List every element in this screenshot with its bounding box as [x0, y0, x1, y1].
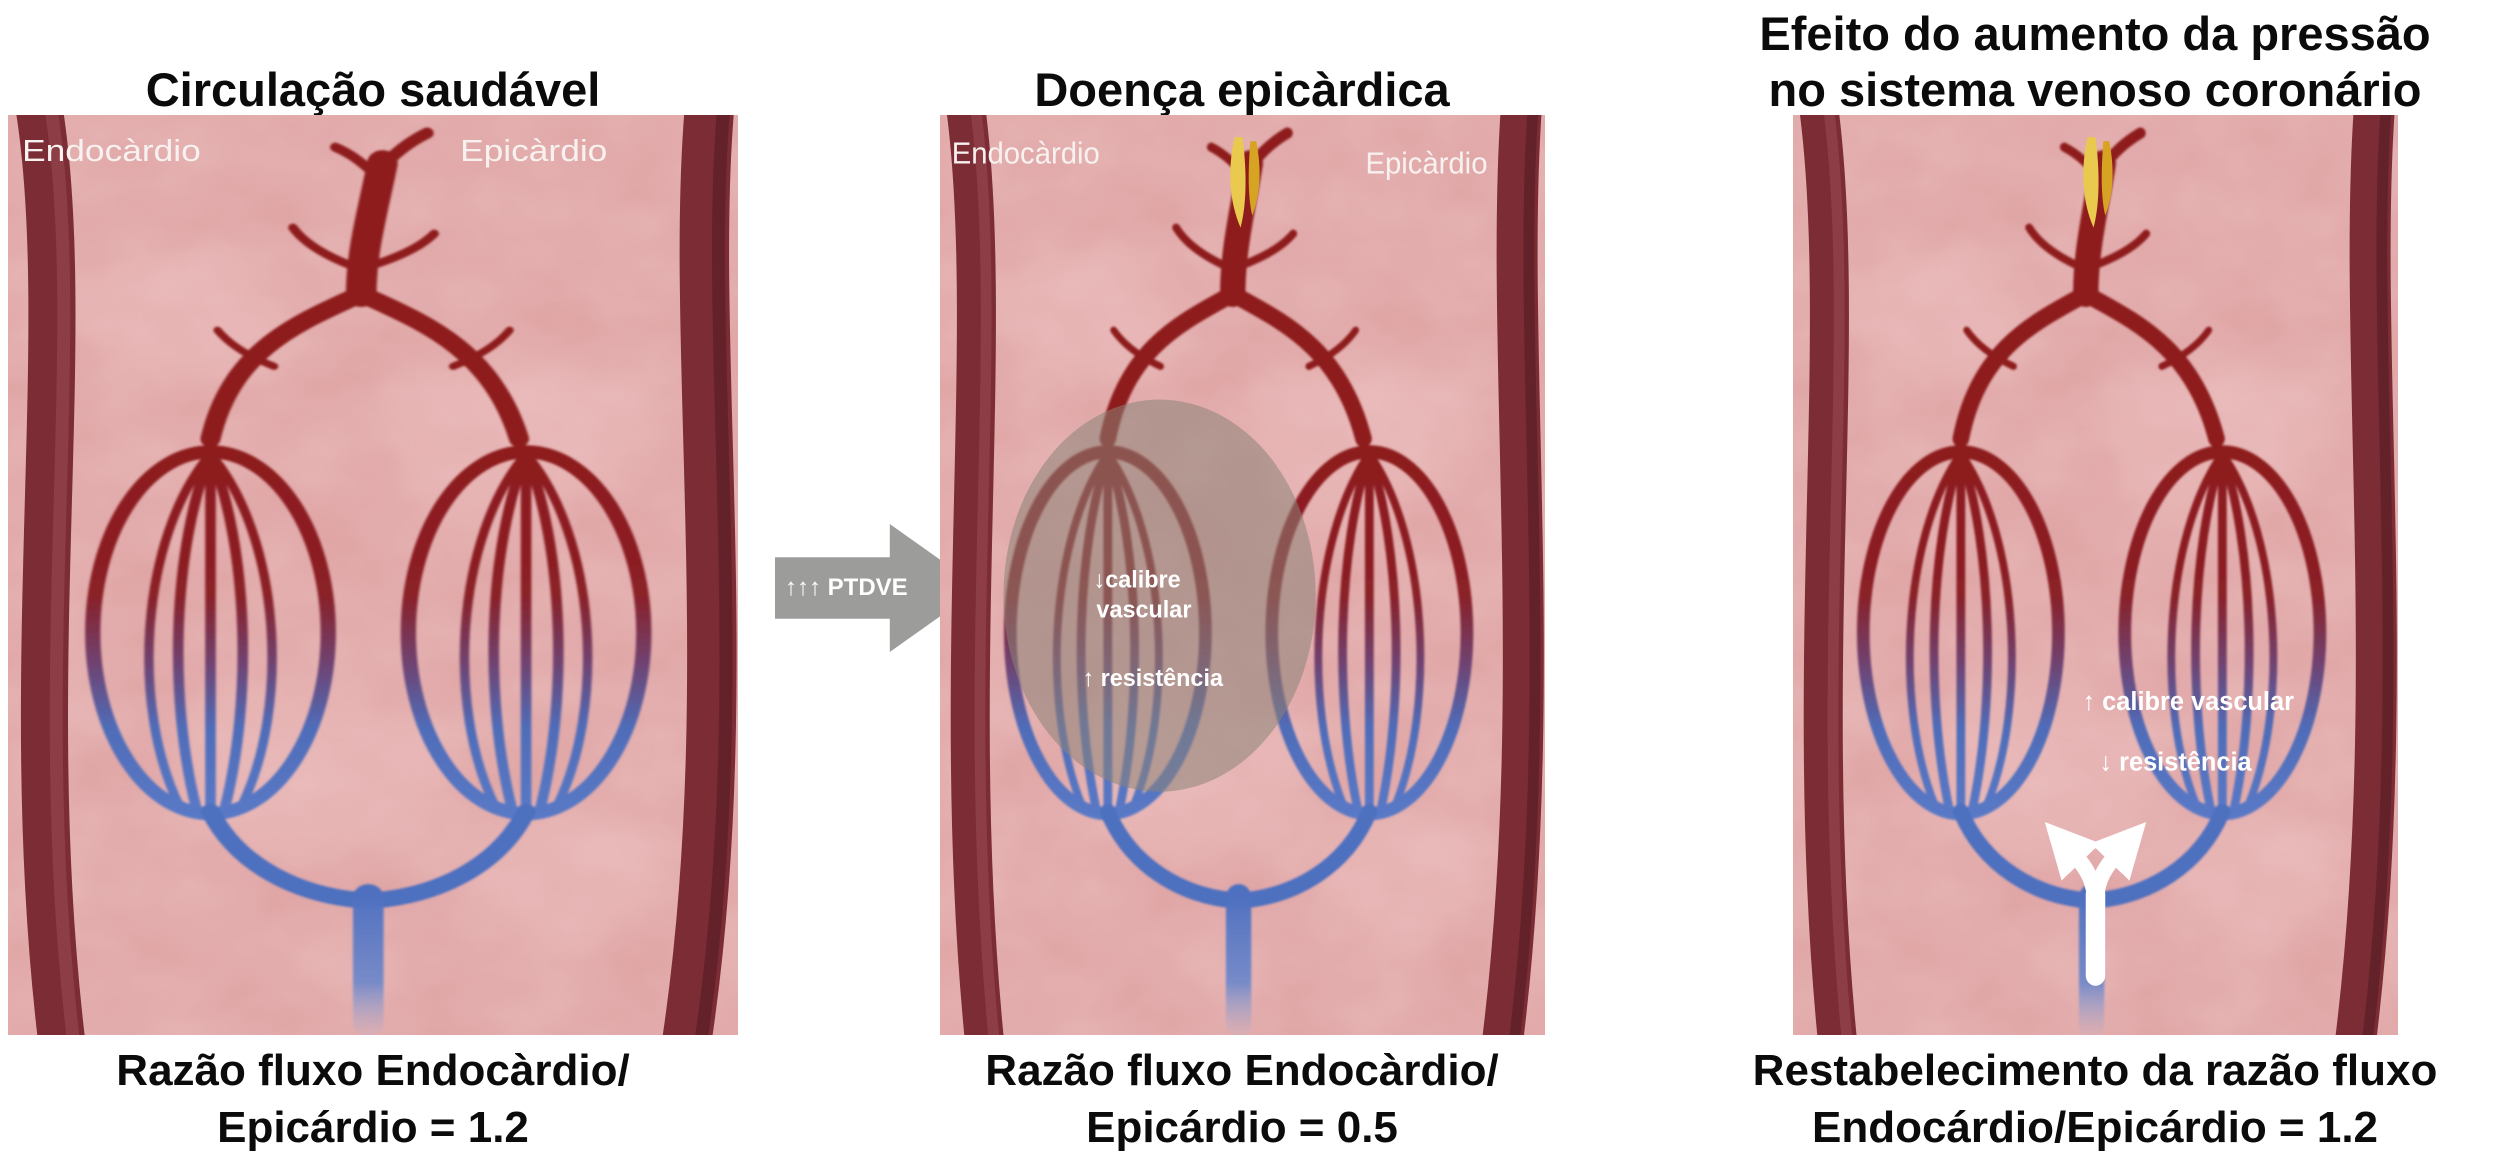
- panel-title-venous-pressure-line2: no sistema venoso coronário: [1768, 63, 2422, 116]
- panel-venous-pressure-illustration: ↑ calibre vascular ↓ resistência: [1793, 115, 2398, 1035]
- panel-epicardial-disease-illustration: Endocàrdio Epicàrdio ↓calibre vascular ↑…: [940, 115, 1545, 1035]
- endocardio-label: Endocàrdio: [22, 134, 201, 168]
- caption-healthy-line1: Razão fluxo Endocàrdio/: [116, 1046, 630, 1095]
- panel-title-venous-pressure-line1: Efeito do aumento da pressão: [1759, 7, 2431, 60]
- panel-caption-epicardial-disease: Razão fluxo Endocàrdio/ Epicárdio = 0.5: [772, 1042, 1712, 1156]
- annotation-resistencia: ↓ resistência: [2099, 748, 2252, 776]
- ptdve-arrow-label: ↑↑↑ PTDVE: [785, 574, 908, 601]
- caption-restoration-line2: Endocárdio/Epicárdio = 1.2: [1811, 1103, 2379, 1152]
- annotation-calibre-line2: vascular: [1096, 596, 1191, 623]
- caption-restoration-line1: Restabelecimento da razão fluxo: [1752, 1046, 2438, 1095]
- panel-caption-healthy: Razão fluxo Endocàrdio/ Epicárdio = 1.2: [0, 1042, 843, 1156]
- endocardio-label: Endocàrdio: [952, 137, 1100, 170]
- panel-caption-restoration: Restabelecimento da razão fluxo Endocárd…: [1625, 1042, 2500, 1156]
- flow-restoration-arrow-icon: [2044, 822, 2147, 986]
- epicardio-label: Epicàrdio: [460, 134, 607, 168]
- stenosis-gray-overlay: [1003, 399, 1316, 792]
- annotation-resistencia: ↑ resistência: [1082, 665, 1223, 692]
- panel-title-healthy: Circulação saudável: [145, 63, 601, 116]
- panel-title-epicardial-disease: Doença epicàrdica: [1034, 63, 1450, 116]
- caption-disease-line1: Razão fluxo Endocàrdio/: [985, 1046, 1499, 1095]
- annotation-calibre-line1: ↓calibre: [1094, 566, 1181, 593]
- annotation-calibre: ↑ calibre vascular: [2082, 688, 2293, 716]
- caption-disease-line2: Epicárdio = 0.5: [1086, 1103, 1398, 1152]
- epicardio-label: Epicàrdio: [1365, 147, 1487, 180]
- panel-healthy-illustration: Endocàrdio Epicàrdio: [8, 115, 738, 1035]
- panel-title-venous-pressure: Efeito do aumento da pressão no sistema …: [1645, 6, 2500, 118]
- caption-healthy-line2: Epicárdio = 1.2: [217, 1103, 529, 1152]
